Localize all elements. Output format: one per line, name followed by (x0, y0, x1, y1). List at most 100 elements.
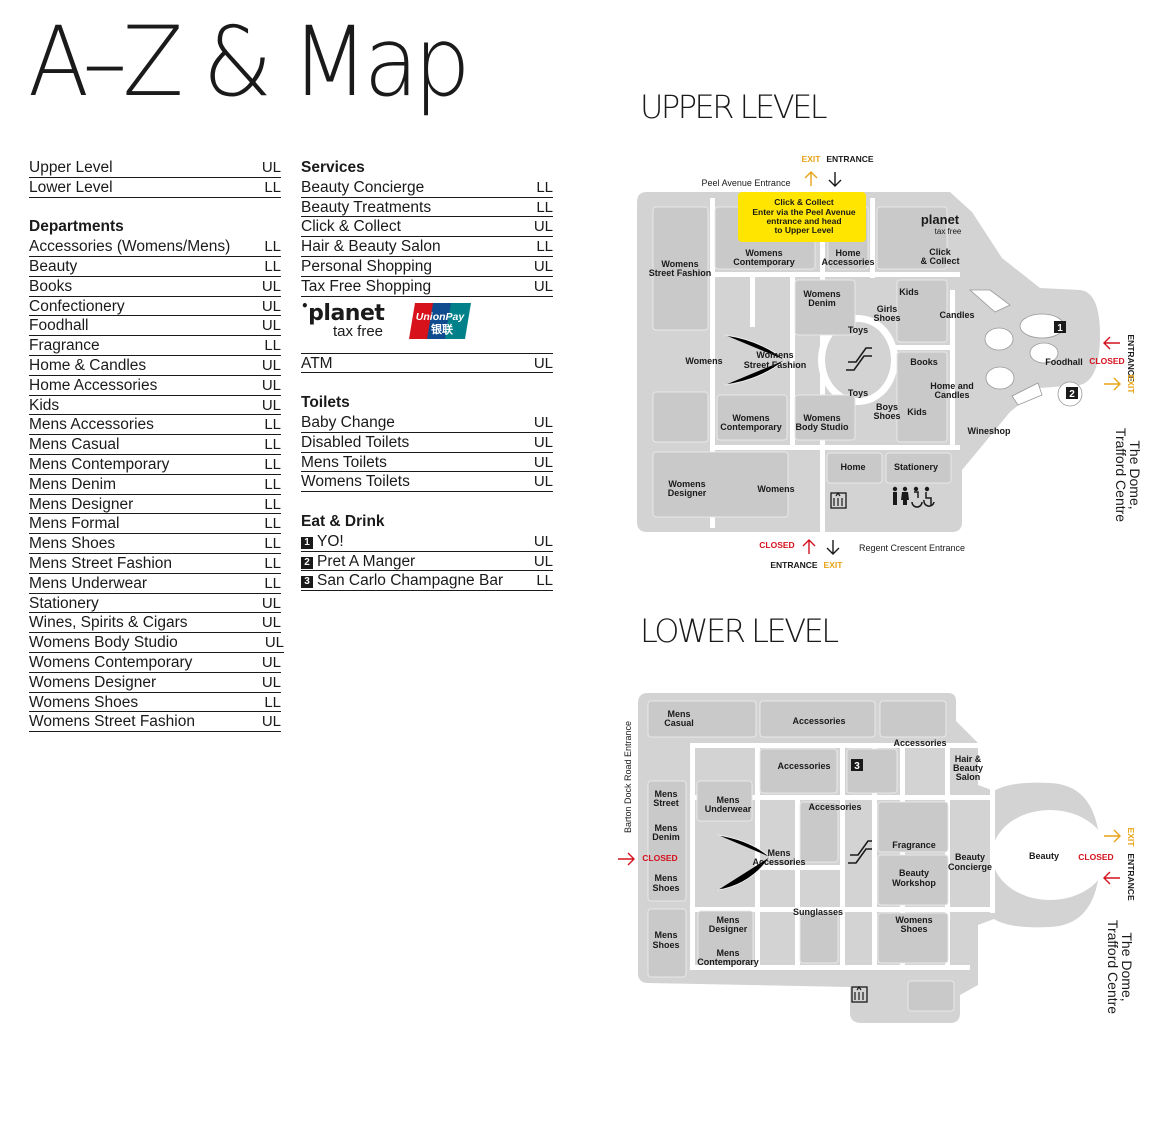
department-level-code: UL (261, 594, 281, 612)
service-row: Tax Free Shopping UL (301, 277, 553, 297)
map-area-label: Street Fashion (649, 268, 712, 278)
service-level-code: UL (533, 277, 553, 295)
department-name: Books (29, 277, 73, 295)
upper-level-map: Click & Collect Enter via the Peel Avenu… (637, 154, 1143, 570)
map-area-label: Designer (668, 488, 707, 498)
map-area-label: Shoes (652, 883, 679, 893)
food-badge-2: 2 (1069, 389, 1075, 400)
lower-dome-label: The Dome, (1119, 932, 1135, 1001)
department-name: Home & Candles (29, 356, 147, 374)
level-level-code: UL (261, 159, 281, 176)
level-name: Lower Level (29, 178, 113, 196)
map-area-label: Books (910, 357, 938, 367)
service-name: Beauty Concierge (301, 178, 425, 196)
department-level-code: UL (261, 396, 281, 414)
map-area-label: Womens (895, 915, 932, 925)
department-name: Mens Designer (29, 495, 134, 513)
department-level-code: LL (264, 475, 281, 493)
upper-regent-exit: EXIT (824, 560, 844, 570)
department-name: Mens Contemporary (29, 455, 170, 473)
eat-drink-level-code: UL (533, 532, 553, 550)
service-name: Tax Free Shopping (301, 277, 432, 295)
map-area-label: Toys (848, 388, 868, 398)
map-area-label: Mens (654, 930, 677, 940)
food-badge-1: 1 (1057, 323, 1063, 334)
toilet-level-code: UL (533, 473, 553, 491)
upper-dome-label: The Dome, (1127, 440, 1143, 509)
click-note-line4: to Upper Level (774, 225, 833, 235)
map-area-label: Mens (654, 823, 677, 833)
svg-text:UnionPay: UnionPay (416, 311, 466, 323)
map-area-label: Mens (654, 873, 677, 883)
map-area-label: Contemporary (697, 957, 759, 967)
map-area-label: Casual (664, 718, 694, 728)
unionpay-logo: UnionPay 银联 (409, 302, 471, 339)
click-note-line1: Click & Collect (774, 197, 834, 207)
department-level-code: UL (261, 653, 281, 671)
upper-regent-entrance: ENTRANCE (770, 560, 818, 570)
lower-lift-icon (851, 985, 868, 1003)
department-name: Fragrance (29, 337, 100, 355)
map-area-label: Womens (803, 413, 840, 423)
map-area-label: Sunglasses (793, 907, 843, 917)
department-level-code: LL (264, 693, 281, 711)
map-area-label: Concierge (948, 862, 992, 872)
lower-level-map: 3 CLOSED CLOSED EXIT ENTRANCE Barton Doc… (618, 693, 1136, 1023)
map-area-label: Salon (956, 772, 981, 782)
department-name: Womens Contemporary (29, 653, 193, 671)
department-name: Foodhall (29, 317, 89, 335)
map-area-label: Accessories (808, 802, 861, 812)
eat-drink-level-code: UL (533, 552, 553, 570)
department-row: Mens Accessories LL (29, 415, 281, 436)
page-title: A–Z & Map (28, 6, 471, 118)
department-level-code: LL (264, 257, 281, 275)
upper-dome-closed: CLOSED (1089, 356, 1124, 366)
service-level-code: LL (536, 238, 553, 256)
department-level-code: UL (264, 634, 284, 652)
department-name: Kids (29, 396, 60, 414)
upper-regent-closed: CLOSED (759, 540, 794, 550)
department-name: Womens Shoes (29, 693, 139, 711)
department-level-code: UL (261, 673, 281, 691)
map-area-label: Womens (685, 356, 722, 366)
map-area-label: Accessories (893, 738, 946, 748)
toilet-level-code: UL (533, 413, 553, 431)
map-area-label: Womens (803, 289, 840, 299)
service-level-code: UL (533, 257, 553, 275)
click-note-line2: Enter via the Peel Avenue (752, 207, 856, 217)
department-level-code: UL (261, 376, 281, 394)
department-row: Accessories (Womens/Mens)LL (29, 237, 281, 257)
department-name: Mens Street Fashion (29, 554, 173, 572)
lift-icon (830, 491, 847, 509)
map-area-label: Mens (667, 709, 690, 719)
peel-avenue-label: Peel Avenue Entrance (702, 178, 791, 188)
map-area-label: Beauty (1029, 851, 1059, 861)
map-area-label: Denim (652, 832, 680, 842)
map-area-label: Home (835, 248, 860, 258)
department-name: Mens Accessories (29, 416, 154, 434)
upper-peel-entrance: ENTRANCE (826, 154, 874, 164)
department-level-code: LL (264, 574, 281, 592)
department-level-code: LL (264, 495, 281, 513)
map-area-label: Home (840, 462, 865, 472)
department-row: Womens Contemporary UL (29, 653, 281, 673)
department-level-code: LL (264, 416, 281, 434)
